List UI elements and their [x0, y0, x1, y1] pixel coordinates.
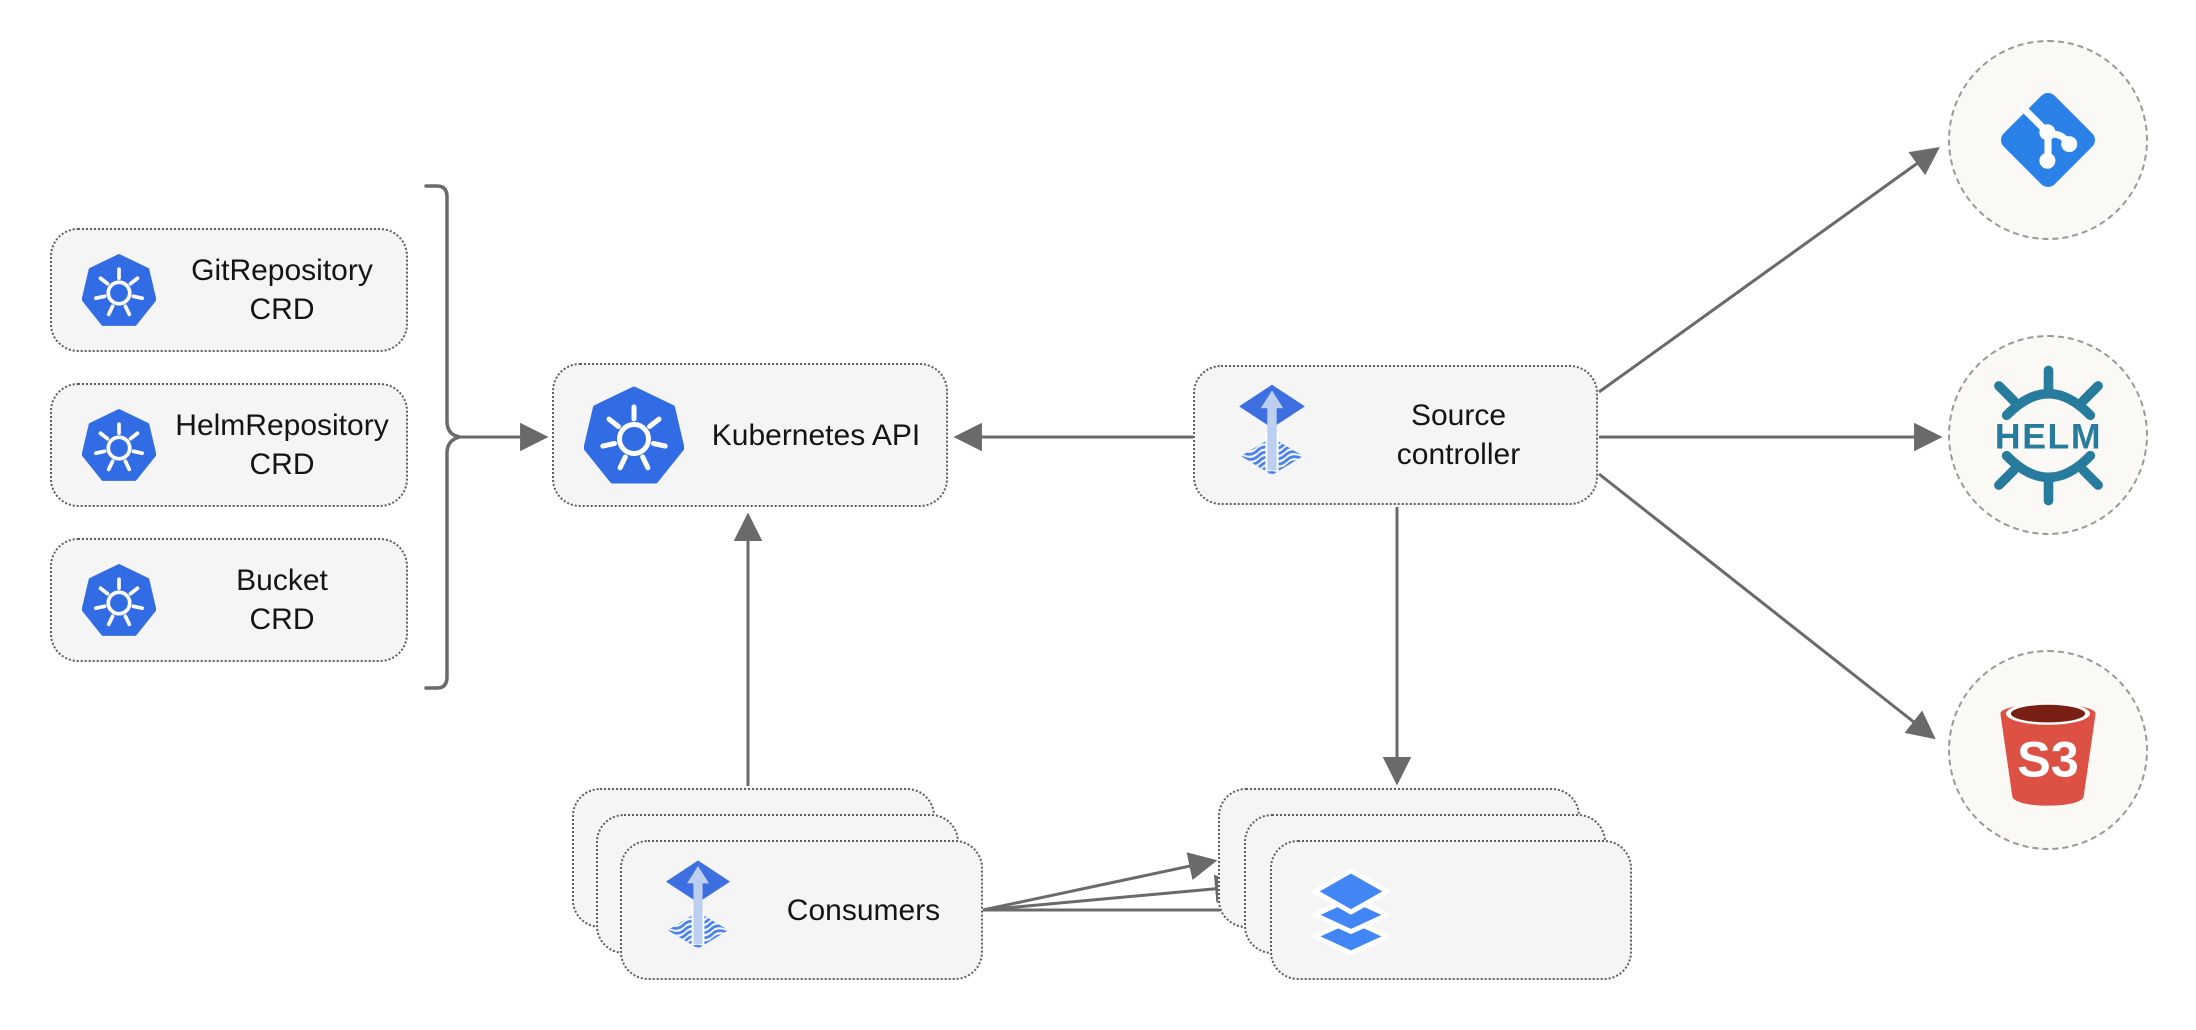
kubernetes-icon [82, 408, 156, 482]
node-bucket-crd: Bucket CRD [50, 538, 408, 662]
node-s3-source: S3 [1948, 650, 2148, 850]
kubernetes-icon [82, 253, 156, 327]
helm-icon: HELM [1993, 365, 2103, 505]
node-source-controller: Source controller [1193, 365, 1598, 505]
node-artifacts [1270, 840, 1632, 980]
node-label: Source controller [1396, 399, 1521, 471]
helm-wordmark: HELM [1994, 416, 2101, 456]
kubernetes-icon [82, 563, 156, 637]
edge-consumers-to-artifacts-2 [982, 874, 1244, 912]
s3-wordmark: S3 [2017, 731, 2079, 788]
flux-icon [652, 855, 744, 965]
node-label: HelmRepository CRD [175, 409, 389, 481]
node-helm-source: HELM [1948, 335, 2148, 535]
edge-source-controller-to-git [1598, 147, 1940, 394]
node-helmrepository-crd: HelmRepository CRD [50, 383, 408, 507]
flux-icon [1225, 379, 1319, 492]
crd-group-bracket [424, 184, 460, 690]
node-gitrepository-crd: GitRepository CRD [50, 228, 408, 352]
node-consumers: Consumers [620, 840, 983, 980]
kubernetes-icon [584, 385, 684, 485]
node-label: GitRepository CRD [191, 254, 373, 326]
s3-bucket-icon: S3 [2000, 702, 2096, 806]
edge-consumers-to-artifacts-1 [982, 852, 1218, 912]
node-label: Bucket CRD [236, 564, 328, 636]
layers-icon [1312, 868, 1390, 956]
node-label: Consumers [786, 893, 941, 927]
git-icon [2001, 93, 2095, 187]
node-kubernetes-api: Kubernetes API [552, 363, 948, 507]
node-git-source [1948, 40, 2148, 240]
edge-source-controller-to-s3 [1598, 472, 1936, 740]
node-label: Kubernetes API [711, 418, 921, 452]
